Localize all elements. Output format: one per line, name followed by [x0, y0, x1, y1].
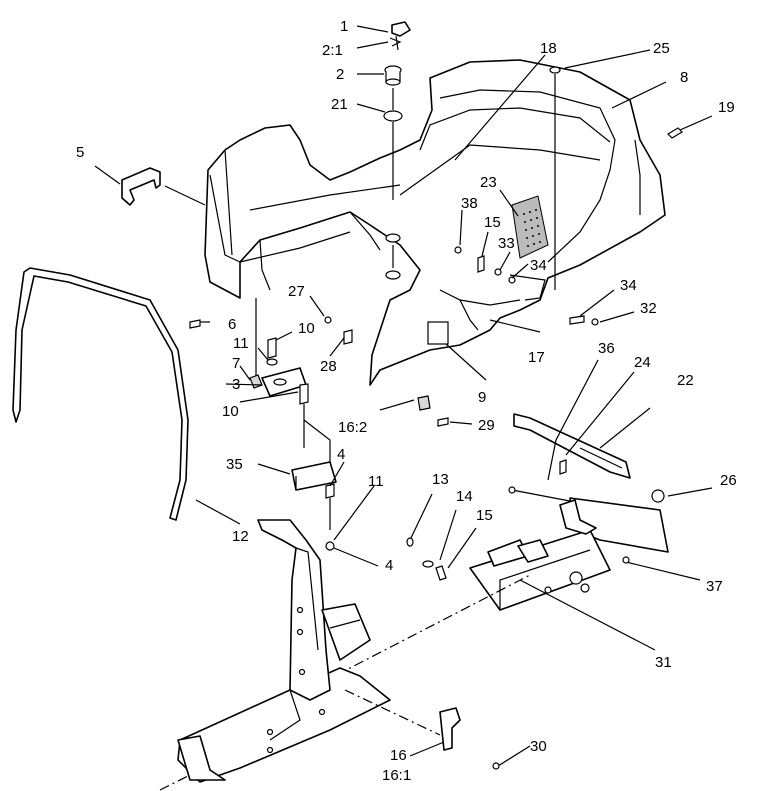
- callout-10-upper: 10: [298, 320, 315, 337]
- callout-34-lower: 34: [620, 277, 637, 294]
- callout-30: 30: [530, 738, 547, 755]
- callout-11-upper: 11: [233, 335, 249, 352]
- callout-3: 3: [232, 376, 240, 393]
- callout-27: 27: [288, 283, 305, 300]
- part-15-pin: [435, 565, 447, 581]
- body-shroud: [204, 59, 666, 386]
- callout-37: 37: [706, 578, 723, 595]
- callout-35: 35: [226, 456, 243, 473]
- callout-32: 32: [640, 300, 657, 317]
- pin-37: [622, 556, 630, 564]
- callout-7: 7: [232, 355, 240, 372]
- part-5-handle: [121, 167, 161, 206]
- pin-36-head: [508, 486, 516, 494]
- callout-22: 22: [677, 372, 694, 389]
- callout-6: 6: [228, 316, 236, 333]
- callout-28: 28: [320, 358, 337, 375]
- part-13-ring: [406, 537, 414, 547]
- callout-23: 23: [480, 174, 497, 191]
- screw-30: [492, 762, 500, 770]
- callout-4-lower: 4: [385, 557, 393, 574]
- part-23-perforations: [523, 209, 541, 247]
- leader-lines: [94, 25, 713, 767]
- callout-12: 12: [232, 528, 249, 545]
- callout-8: 8: [680, 69, 688, 86]
- callout-16-2: 16:2: [338, 419, 367, 436]
- callout-36: 36: [598, 340, 615, 357]
- part-31-frame: [159, 499, 611, 791]
- callout-15-upper: 15: [484, 214, 501, 231]
- callout-5: 5: [76, 144, 84, 161]
- callout-1: 1: [340, 18, 348, 35]
- callout-16: 16: [390, 747, 407, 764]
- callout-33: 33: [498, 235, 515, 252]
- washer-upper: [385, 233, 401, 243]
- callout-31: 31: [655, 654, 672, 671]
- callout-2-1: 2:1: [322, 42, 343, 59]
- callout-2: 2: [336, 66, 344, 83]
- part-22-rail: [513, 413, 665, 503]
- callout-19: 19: [718, 99, 735, 116]
- callout-13: 13: [432, 471, 449, 488]
- callout-18: 18: [540, 40, 557, 57]
- callout-17: 17: [528, 349, 545, 366]
- washer-lower: [385, 270, 401, 280]
- callout-11-lower: 11: [368, 473, 384, 490]
- callout-14: 14: [456, 488, 473, 505]
- top-latch-hardware: [383, 21, 411, 122]
- callout-26: 26: [720, 472, 737, 489]
- callout-38: 38: [461, 195, 478, 212]
- callout-15-lower: 15: [476, 507, 493, 524]
- pin-36: [511, 489, 576, 503]
- callout-labels: 1 2:1 2 21 18 25 8 19 5 23 38 15 33 34 3…: [76, 18, 737, 784]
- callout-10-lower: 10: [222, 403, 239, 420]
- callout-29: 29: [478, 417, 495, 434]
- callout-25: 25: [653, 40, 670, 57]
- part-12-bolster-strip: [12, 267, 189, 521]
- callout-34-upper: 34: [530, 257, 547, 274]
- panel-hardware: [189, 66, 683, 345]
- part-14-washer: [422, 560, 434, 568]
- callout-21: 21: [331, 96, 348, 113]
- callout-9: 9: [478, 389, 486, 406]
- part-23-plate: [511, 195, 549, 259]
- part-9-hardware: [417, 395, 449, 427]
- callout-16-1: 16:1: [382, 767, 411, 784]
- callout-4-upper: 4: [337, 446, 345, 463]
- part-35-bracket: [291, 419, 337, 551]
- callout-24: 24: [634, 354, 651, 371]
